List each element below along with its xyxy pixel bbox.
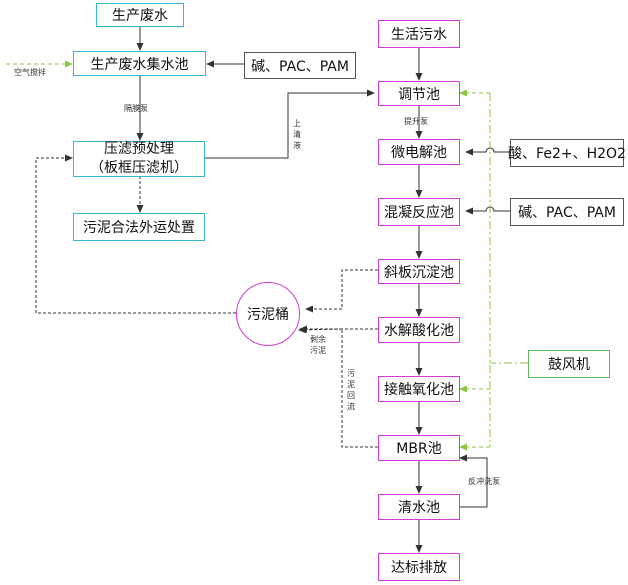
mbr-sludge-return [341,329,378,448]
diaphragm-pump-label: 隔膜泵 [124,104,148,113]
supernatant-line [205,89,375,159]
dosing-box-acid: 酸、Fe2+、H2O2 [508,139,626,167]
mbr-tank-box: MBR池 [378,435,460,461]
supernatant-label: 上清液 [293,119,301,150]
sludge-bucket: 污泥桶 [236,282,300,346]
contact-oxidation-box: 接触氧化池 [378,376,460,402]
discharge-box: 达标排放 [378,553,460,581]
production-wastewater-box: 生产废水 [96,3,184,27]
sludge-disposal-box: 污泥合法外运处置 [73,213,205,241]
production-collection-tank-box: 生产废水集水池 [73,51,206,76]
blower-box: 鼓风机 [528,350,610,378]
clear-water-tank-box: 清水池 [378,494,460,520]
arrow-coag-dosing [465,206,510,215]
sludge-return-label: 污泥回流 [347,369,355,411]
excess-sludge-label-1: 剩余 [310,335,326,344]
regulating-tank-box: 调节池 [378,81,460,106]
air-stirring-label: 空气搅拌 [14,68,46,77]
hydrolysis-acidification-box: 水解酸化池 [378,317,460,343]
domestic-sewage-box: 生活污水 [378,20,460,48]
filter-press-box: 压滤预处理 （板框压滤机） [73,141,205,177]
backwash-pump-label: 反冲洗泵 [468,477,500,486]
inclined-plate-settler-box: 斜板沉淀池 [378,259,460,284]
arrow-acid-dosing [465,147,510,156]
backwash-line [459,454,488,508]
settler-sludge-line [305,269,378,313]
lift-pump-label: 提升泵 [404,117,428,126]
coagulation-tank-box: 混凝反应池 [378,198,460,226]
bucket-to-filter-line [35,154,236,314]
excess-sludge-label-2: 污泥 [310,346,326,355]
excess-sludge-arrow [298,326,343,334]
micro-electrolysis-box: 微电解池 [378,139,460,165]
dosing-box-top: 碱、PAC、PAM [244,52,356,79]
dosing-box-coag: 碱、PAC、PAM [510,198,624,226]
